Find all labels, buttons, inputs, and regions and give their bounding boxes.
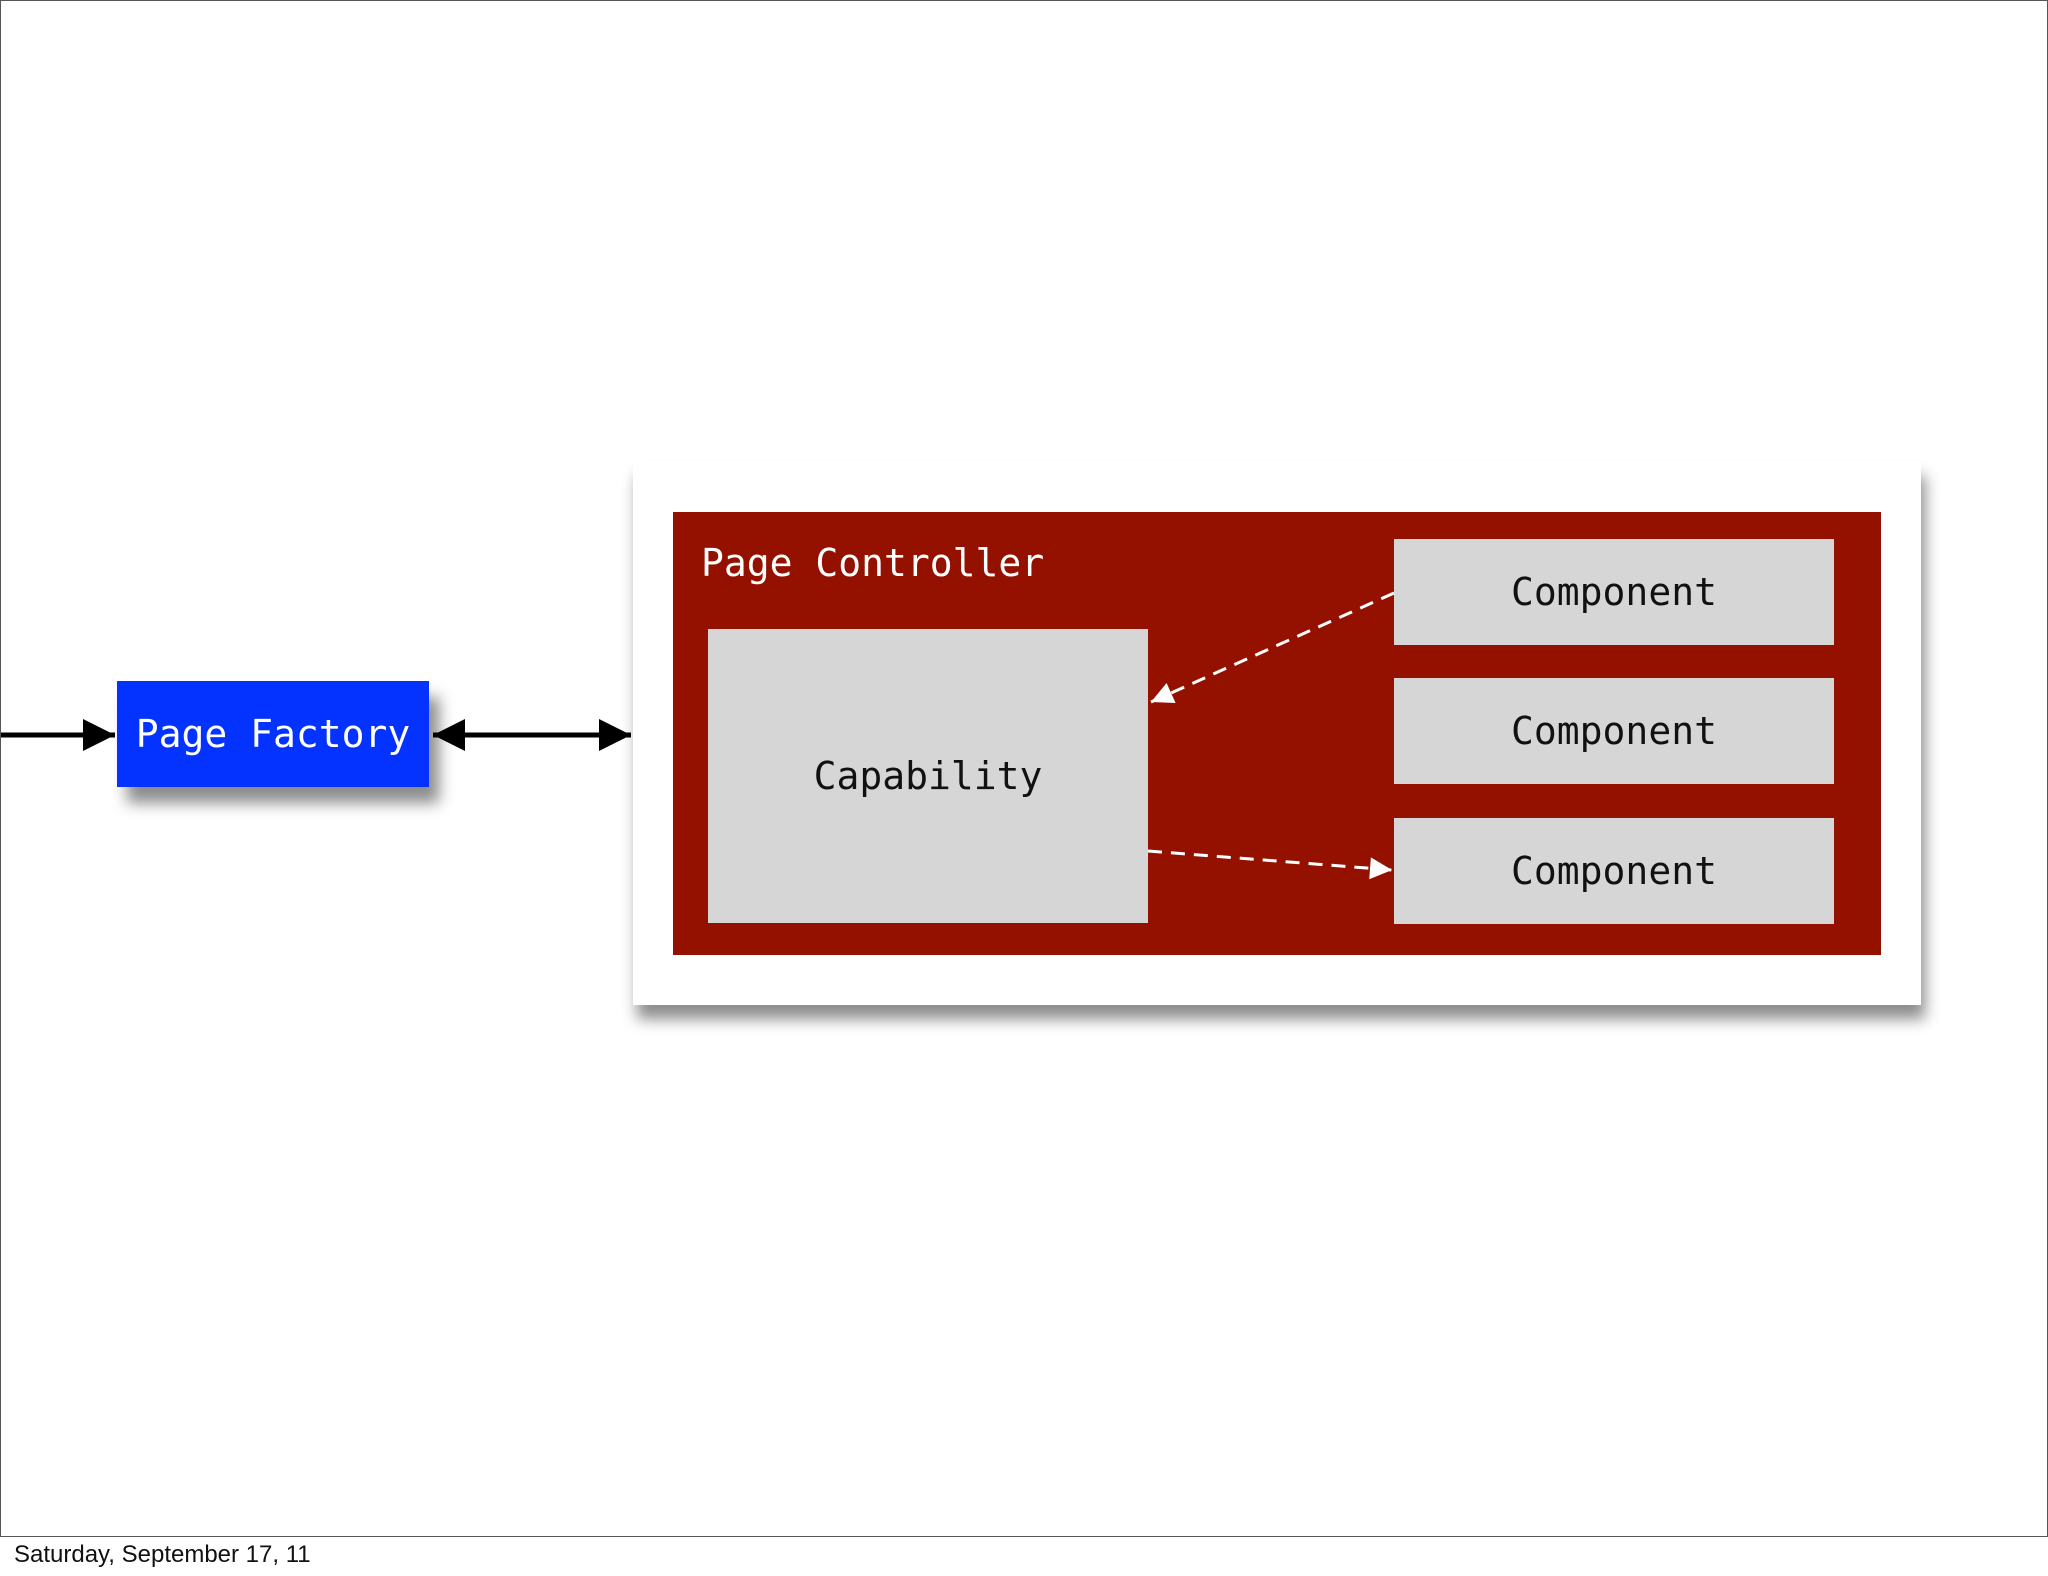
footer-date: Saturday, September 17, 11 — [14, 1541, 311, 1568]
page-factory-box: Page Factory — [117, 681, 429, 787]
component-label: Component — [1511, 709, 1717, 753]
capability-box: Capability — [708, 629, 1148, 923]
component-label: Component — [1511, 570, 1717, 614]
component-box-3: Component — [1394, 818, 1834, 924]
component-label: Component — [1511, 849, 1717, 893]
page-controller-label: Page Controller — [701, 541, 1045, 585]
connectors — [1, 719, 631, 751]
component-box-1: Component — [1394, 539, 1834, 645]
slide: Page Factory Page Controller Capability … — [0, 0, 2048, 1537]
page-factory-label: Page Factory — [135, 712, 411, 756]
capability-label: Capability — [813, 754, 1043, 798]
footer-divider — [0, 1536, 2048, 1537]
component-box-2: Component — [1394, 678, 1834, 784]
